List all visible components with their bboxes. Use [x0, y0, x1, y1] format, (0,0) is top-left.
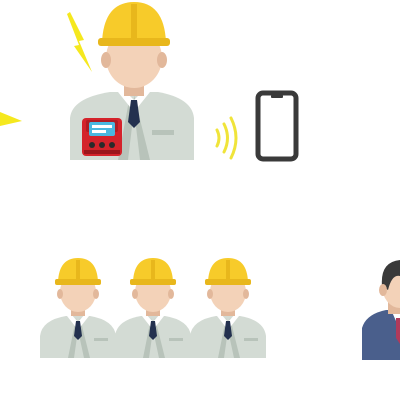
manager-in-suit-icon — [362, 260, 400, 360]
lightning-alert-icon-left — [0, 112, 22, 126]
wireless-signal-icon — [215, 116, 238, 160]
worker-icon — [190, 258, 266, 358]
lightning-alert-icon — [67, 12, 92, 72]
worker-group-icon — [40, 258, 266, 358]
gas-detector-icon — [82, 118, 122, 156]
worker-icon — [40, 258, 116, 358]
smartphone-icon — [255, 90, 299, 162]
worker-icon — [115, 258, 191, 358]
